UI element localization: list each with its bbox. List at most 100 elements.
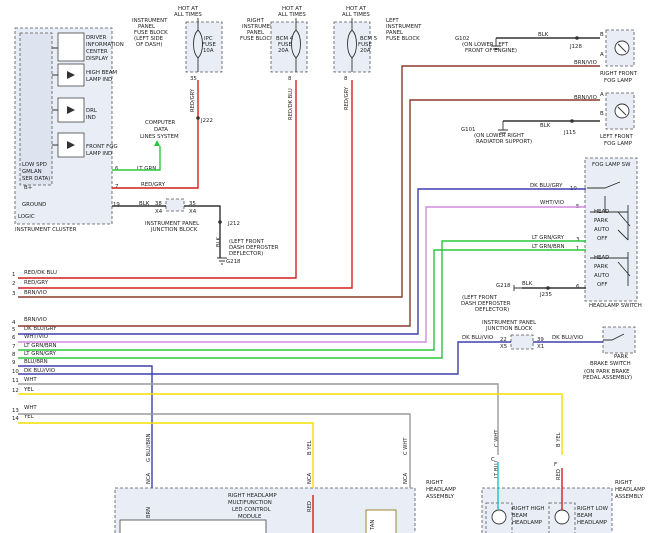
ipc-fuse-icon [193, 29, 203, 59]
sw-off-2: OFF [597, 282, 607, 288]
blk-fog1: BLK [538, 32, 549, 38]
bus-num-4: 4 [12, 320, 16, 326]
bus-num-12: 12 [12, 388, 19, 394]
ipfb-left2-1: LEFT [386, 18, 399, 24]
low-spd-label-1: LOW SPD [22, 162, 47, 168]
blk-label: BLK [139, 201, 150, 207]
fog-lamp-sw-label: FOG LAMP SW [592, 162, 631, 168]
brn-vio1: BRN/VIO [574, 60, 597, 66]
ground-g102-icon [491, 38, 501, 50]
wire-blk-ground [112, 205, 221, 258]
wire-bus-10 [18, 341, 603, 375]
assy1-1: RIGHT [426, 480, 444, 486]
bus-labels: 1 RED/DK BLU 2 RED/GRY 3 BRN/VIO 4 BRN/V… [12, 270, 57, 422]
hot1-line2: ALL TIMES [174, 12, 202, 18]
wire-red-dkblu-v: RED/DK BLU [288, 88, 294, 120]
dic-display-box [57, 32, 85, 62]
ground-g218-icon [217, 257, 227, 265]
nca-2: NCA [307, 472, 313, 484]
ipfb-right-3: PANEL [247, 30, 264, 36]
ipjb2-2: JUNCTION BLOCK [485, 326, 533, 332]
g102-loc-2: FRONT OF ENGINE) [465, 48, 517, 54]
pin-b2: B [600, 111, 604, 117]
hot2-line1: HOT AT [282, 6, 303, 12]
wire-bus-9 [18, 365, 153, 488]
splice-j235 [546, 286, 550, 290]
j128-label: J128 [569, 44, 582, 50]
ipfb-left-2: PANEL [138, 24, 155, 30]
hot3-line2: ALL TIMES [342, 12, 370, 18]
ipjb-2: JUNCTION BLOCK [150, 227, 198, 233]
fog-led-icon [67, 141, 75, 149]
assy2-2: HEADLAMP [615, 487, 646, 493]
x4-right: X4 [189, 209, 197, 215]
wire-red-gry2-v: RED/GRY [344, 86, 350, 110]
dk-blu-vio-2: DK BLU/VIO [552, 335, 583, 341]
fog-ind-label-1: FRONT FOG [86, 144, 118, 150]
sw-off-1: OFF [597, 236, 607, 242]
bcm5-fuse-2: FUSE [358, 42, 372, 48]
rf-fog-1: RIGHT FRONT [600, 71, 638, 77]
wire-red-gry-v: RED/GRY [190, 88, 196, 112]
sw-auto-2: AUTO [594, 273, 609, 279]
brn-v: BRN [146, 507, 152, 518]
pin-8-top: 8 [288, 76, 292, 82]
park-brake-2: BRAKE SWITCH [590, 361, 631, 367]
dk-blu-vio-1: DK BLU/VIO [462, 335, 493, 341]
pin-39: 39 [537, 337, 544, 343]
park-brake-loc-2: PEDAL ASSEMBLY) [583, 375, 632, 381]
park-brake-1: PARK [614, 354, 628, 360]
g218-note-3: DEFLECTOR) [229, 251, 263, 257]
g218-label: G218 [226, 259, 241, 265]
bus-label-14: YEL [23, 414, 34, 420]
wire-red-gry-ipc [112, 80, 199, 189]
pin-3: 3 [576, 237, 579, 243]
pin-a2: A [600, 92, 604, 98]
lt-grn-gry-label: LT GRN/GRY [532, 235, 565, 241]
nca-1: NCA [146, 472, 152, 484]
ipc-fuse-2: FUSE [202, 42, 216, 48]
g218b-label: G218 [496, 283, 511, 289]
cds-arrow-icon [154, 140, 160, 146]
pin-b1: B [600, 32, 604, 38]
rf-fog-2: FOG LAMP [604, 78, 633, 84]
wire-bus-8 [18, 240, 586, 359]
bus-num-11: 11 [12, 378, 19, 384]
bus-num-14: 14 [12, 416, 19, 422]
bus-num-13: 13 [12, 408, 19, 414]
pin-8b-top: 8 [344, 76, 348, 82]
sw-park-1: PARK [594, 218, 608, 224]
ipjb2-box [510, 334, 534, 350]
bottom-modules: RIGHT HEADLAMP MULTIFUNCTION LED CONTROL… [114, 429, 646, 533]
splice-dots [196, 36, 579, 290]
hot3-line1: HOT AT [346, 6, 367, 12]
hot1-line1: HOT AT [178, 6, 199, 12]
lt-grn-brn-label: LT GRN/BRN [532, 244, 565, 250]
lf-fog-1: LEFT FRONT [600, 134, 634, 140]
pin-c-bottom: C [491, 457, 495, 463]
g218-note-2: DASH DEFROSTER [229, 245, 279, 251]
lf-fog-filament [617, 106, 627, 116]
bus-num-6: 6 [12, 335, 16, 341]
ipfb-left-5: OF DASH) [136, 42, 162, 48]
tan-connector-box [365, 509, 397, 533]
bcm4-fuse-box [270, 21, 308, 73]
j115-label: J115 [563, 130, 576, 136]
ipfb-left2-4: FUSE BLOCK [386, 36, 420, 42]
c-wht2-v: C WHT [494, 429, 500, 447]
module-1: RIGHT HEADLAMP [228, 493, 277, 499]
pin-22: 22 [500, 337, 507, 343]
bus-label-6: WHT/VIO [24, 334, 48, 340]
splice-j222 [196, 116, 200, 120]
red-gry-label: RED/GRY [141, 182, 166, 188]
fog-lamps: G102 (ON LOWER LEFT FRONT OF ENGINE) BLK… [455, 29, 638, 147]
hot2-line2: ALL TIMES [278, 12, 306, 18]
g-blu-brn-v: G BLU/BRN [146, 433, 152, 462]
module-4: MODULE [238, 514, 262, 520]
bus-label-1: RED/DK BLU [24, 270, 57, 276]
bus-num-5: 5 [12, 327, 15, 333]
g218b-note-3: DEFLECTOR) [475, 307, 509, 313]
cds-3: LINES SYSTEM [140, 134, 179, 140]
pin-38: 38 [155, 201, 162, 207]
wire-bus-4 [18, 99, 600, 327]
